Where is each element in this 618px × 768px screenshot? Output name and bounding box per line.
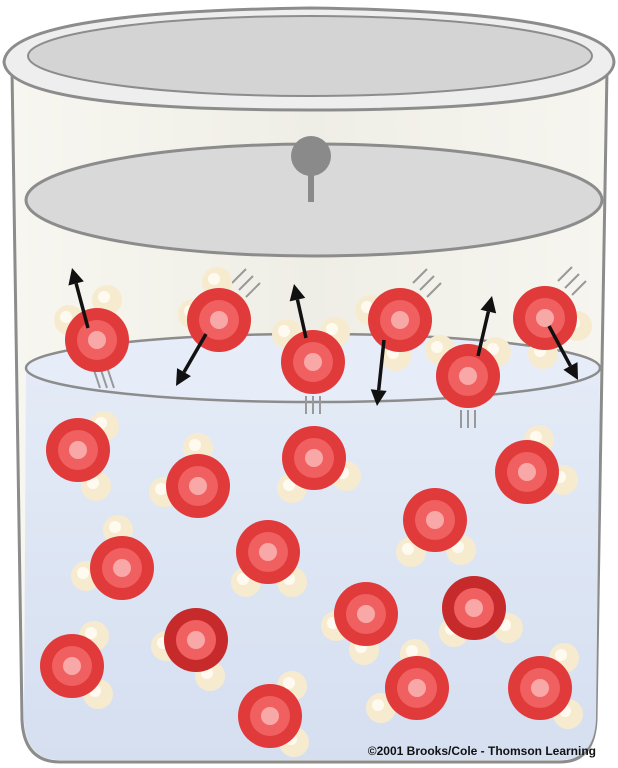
motion-arrow: [176, 333, 208, 386]
hydrogen-highlight: [372, 699, 384, 711]
hydrogen-highlight: [487, 343, 499, 355]
hydrogen-highlight: [283, 677, 295, 689]
water-molecule: [272, 317, 350, 414]
oxygen-core: [210, 311, 228, 329]
oxygen-core: [459, 367, 477, 385]
water-molecule: [40, 621, 113, 709]
hydrogen-highlight: [109, 521, 121, 533]
hydrogen-highlight: [155, 483, 167, 495]
water-molecule: [231, 520, 307, 597]
oxygen-core: [304, 353, 322, 371]
oxygen-core: [426, 511, 444, 529]
oxygen-core: [536, 309, 554, 327]
water-molecule: [46, 411, 119, 501]
hydrogen-highlight: [85, 627, 97, 639]
water-molecule: [149, 433, 230, 518]
motion-lines: [305, 396, 321, 414]
copyright-credit: ©2001 Brooks/Cole - Thomson Learning: [367, 744, 596, 758]
motion-arrow: [370, 339, 387, 406]
hydrogen-highlight: [98, 291, 110, 303]
oxygen-core: [189, 477, 207, 495]
water-molecule: [355, 268, 442, 371]
water-molecule: [396, 488, 476, 567]
water-molecule: [439, 576, 523, 647]
hydrogen-highlight: [530, 431, 542, 443]
oxygen-core: [408, 679, 426, 697]
water-molecule: [513, 266, 592, 369]
motion-arrow: [547, 325, 578, 380]
water-molecules: [40, 266, 592, 757]
liquid: [24, 370, 600, 760]
motion-lines: [231, 268, 261, 298]
water-molecule: [366, 639, 449, 723]
oxygen-core: [259, 543, 277, 561]
water-molecule: [495, 425, 578, 504]
hydrogen-highlight: [237, 573, 249, 585]
lid-knob: [291, 136, 331, 176]
water-molecule: [71, 515, 154, 600]
oxygen-core: [69, 441, 87, 459]
hydrogen-highlight: [278, 325, 290, 337]
hydrogen-highlight: [283, 479, 295, 491]
oxygen-core: [518, 463, 536, 481]
motion-lines: [460, 410, 476, 428]
water-molecule: [277, 426, 361, 503]
water-molecule: [425, 335, 511, 428]
oxygen-core: [531, 679, 549, 697]
lid-knob-stem: [308, 164, 314, 202]
water-molecule: [54, 285, 129, 389]
oxygen-core: [391, 311, 409, 329]
hydrogen-highlight: [431, 341, 443, 353]
oxygen-core: [88, 331, 106, 349]
oxygen-core: [357, 605, 375, 623]
water-molecule: [508, 643, 583, 729]
oxygen-core: [187, 631, 205, 649]
motion-arrow: [68, 268, 90, 329]
water-molecule: [321, 582, 398, 665]
oxygen-core: [113, 559, 131, 577]
hydrogen-highlight: [402, 543, 414, 555]
oxygen-core: [465, 599, 483, 617]
hydrogen-highlight: [326, 323, 338, 335]
hydrogen-highlight: [189, 439, 201, 451]
hydrogen-highlight: [208, 273, 220, 285]
beaker-opening: [27, 15, 593, 97]
oxygen-core: [305, 449, 323, 467]
oxygen-core: [261, 707, 279, 725]
hydrogen-highlight: [555, 649, 567, 661]
motion-lines: [93, 369, 115, 389]
motion-arrows: [68, 268, 578, 406]
hydrogen-highlight: [87, 477, 99, 489]
water-molecule: [151, 608, 228, 691]
water-molecule: [238, 671, 309, 757]
hydrogen-highlight: [406, 645, 418, 657]
hydrogen-highlight: [77, 567, 89, 579]
motion-arrow: [289, 284, 308, 339]
motion-arrow: [476, 296, 497, 357]
hydrogen-highlight: [60, 311, 72, 323]
motion-lines: [412, 268, 442, 298]
motion-lines: [557, 266, 587, 296]
oxygen-core: [63, 657, 81, 675]
